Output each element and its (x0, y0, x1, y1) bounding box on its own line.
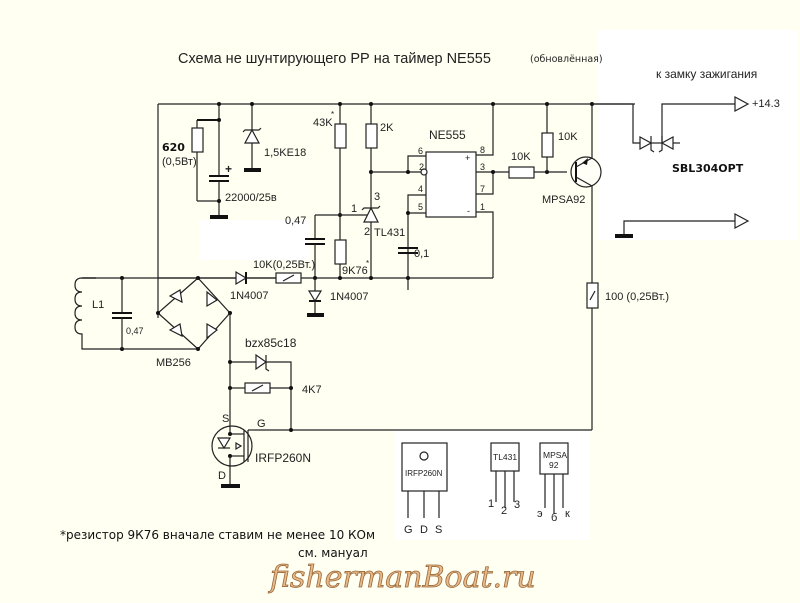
sbl304-diodes (592, 95, 750, 153)
tl431-pin2: 2 (364, 226, 370, 238)
ground-icon (615, 234, 633, 238)
ne555-pin1: 1 (480, 202, 485, 212)
r9k76-resistor (334, 213, 347, 278)
coil-l1 (74, 276, 198, 351)
package-tl431-pin3: 3 (514, 499, 520, 511)
package-irfp-pin-d: D (420, 524, 428, 536)
background-patch (200, 220, 310, 260)
cap-047-label: 0,47 (285, 215, 306, 227)
r10k-input-label: 10K(0,25Вт.) (253, 259, 315, 271)
clamp-diode (307, 278, 324, 317)
ignition-label: к замку зажигания (656, 67, 757, 81)
package-irfp-pin-s: S (435, 524, 442, 536)
package-mpsa92 (539, 442, 569, 514)
ground-icon (307, 313, 324, 317)
coil-label: L1 (92, 299, 104, 311)
ne555-pin7: 7 (480, 184, 485, 194)
package-tl431-pin1: 1 (488, 498, 494, 510)
ne555-pin4: 4 (418, 184, 423, 194)
r620-resistor (191, 119, 219, 202)
package-tl431-pin2: 2 (501, 505, 507, 517)
main-capacitor-label: 22000/25в (225, 192, 277, 204)
main-capacitor: + (209, 102, 232, 219)
package-mpsa-pin-e: э (537, 508, 543, 520)
ne555-plus: + (465, 153, 470, 163)
ground-output (615, 212, 750, 238)
package-mpsa-pin-k: к (565, 508, 570, 520)
tvs-label: 1,5KE18 (264, 147, 306, 159)
ne555-pin6: 6 (418, 146, 423, 156)
cap-047-timing (305, 214, 370, 278)
irfp260n-mosfet (211, 388, 255, 488)
ne555-pin2: 2 (419, 162, 424, 172)
coil-cap-label: 0,47 (126, 326, 144, 336)
package-mpsa-label-1: MPSA (543, 450, 567, 460)
package-mpsa-pin-b: б (551, 512, 557, 524)
tl431-label: TL431 (374, 227, 405, 239)
r10k-pullup-label: 10K (558, 131, 578, 143)
r100-label: 100 (0,25Вт.) (605, 291, 669, 303)
tl431-symbol (361, 200, 381, 278)
ne555-pin3: 3 (480, 162, 485, 172)
r9k76-label: 9K76 (342, 265, 368, 277)
ne555-label: NE555 (429, 128, 466, 142)
tl431-pin3: 3 (374, 191, 380, 203)
bridge-label: MB256 (156, 357, 191, 369)
r4k7-label: 4K7 (302, 384, 322, 396)
polarity-plus: + (225, 162, 232, 176)
r620-value: 620 (162, 141, 185, 154)
zener-label: bzx85c18 (245, 336, 297, 350)
supply-label: +14.3 (752, 98, 780, 110)
mosfet-pin-g: G (257, 418, 266, 430)
r10k-base (508, 166, 567, 179)
r43k-label: 43K (313, 117, 333, 129)
resistor-note: *резистор 9К76 вначале ставим не менее 1… (60, 528, 375, 542)
star-mark: * (366, 259, 369, 268)
mpsa92-transistor (570, 102, 602, 283)
clamp-diode-label: 1N4007 (330, 291, 369, 303)
ne555-pin5: 5 (418, 202, 423, 212)
r2k-resistor (365, 102, 378, 200)
package-irfp260n (401, 442, 448, 518)
package-irfp-label: IRFP260N (405, 469, 443, 478)
mosfet-pin-s: S (222, 413, 229, 425)
cap-01-label: 0,1 (414, 248, 429, 260)
manual-note: см. мануал (298, 546, 368, 560)
tl431-pin1: 1 (351, 203, 357, 215)
sbl304-label: SBL304OPT (672, 162, 744, 175)
ne555-chip (371, 102, 509, 290)
mosfet-label: IRFP260N (255, 451, 311, 465)
package-tl431 (490, 442, 520, 508)
diagram-title: Схема не шунтирующего РР на таймер NE555 (178, 51, 491, 67)
input-diode-label: 1N4007 (230, 290, 269, 302)
mosfet-pin-d: D (218, 470, 226, 482)
watermark-logo: fishermanBoat.ru (268, 560, 536, 595)
background-patch (598, 30, 798, 240)
ground-icon (210, 215, 228, 219)
input-diode (82, 270, 276, 286)
package-tl431-label: TL431 (493, 452, 517, 462)
gate-zener (228, 353, 292, 388)
diagram-title-suffix: (обновлённая) (530, 54, 603, 65)
r4k7-resistor (228, 382, 293, 432)
r10k-input (275, 272, 302, 284)
mpsa92-label: MPSA92 (542, 194, 585, 206)
star-mark: * (331, 110, 334, 119)
tvs-diode (242, 102, 262, 172)
r100-resistor (255, 282, 599, 431)
package-irfp-pin-g: G (404, 524, 413, 536)
package-mpsa-label-2: 92 (549, 460, 559, 470)
r10k-pullup (541, 102, 554, 172)
r620-power: (0,5Вт) (162, 156, 197, 168)
ne555-pin8: 8 (480, 145, 485, 155)
ne555-minus: - (467, 206, 470, 216)
ground-icon (244, 168, 261, 172)
ground-icon (221, 484, 240, 488)
bridge-rectifier (156, 276, 232, 388)
r10k-base-label: 10K (511, 151, 531, 163)
r2k-label: 2K (380, 122, 394, 134)
r43k-resistor (334, 102, 347, 215)
